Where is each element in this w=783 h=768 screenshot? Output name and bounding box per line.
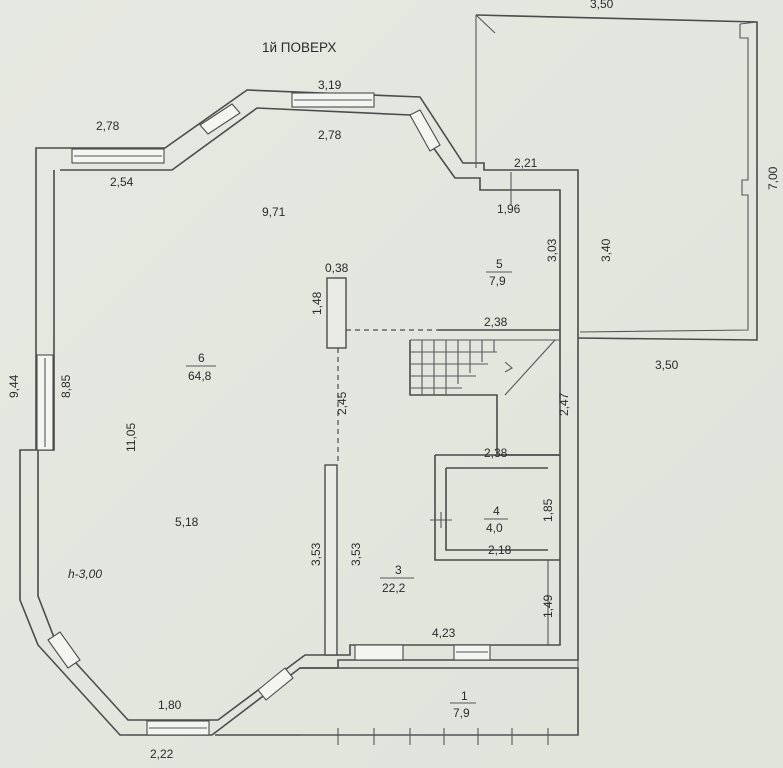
dim-room5-height: 3,03 bbox=[545, 238, 559, 262]
dim-room6-width: 5,18 bbox=[175, 515, 199, 529]
plan-title: 1й ПОВЕРХ bbox=[262, 40, 336, 55]
bottom-left-window bbox=[47, 631, 81, 669]
ceiling-height: h-3,00 bbox=[68, 567, 102, 581]
dim-room5-top: 2,21 bbox=[514, 156, 538, 170]
dim-bottom-inner: 1,80 bbox=[158, 698, 182, 712]
dim-bay-top-outer: 3,19 bbox=[318, 78, 342, 92]
dim-garage-width: 3,50 bbox=[655, 358, 679, 372]
dim-room4-height: 1,85 bbox=[541, 498, 555, 522]
bay-right-window bbox=[409, 109, 441, 152]
room5-number: 5 bbox=[496, 257, 503, 271]
partition-room6-room3 bbox=[324, 464, 338, 656]
dim-garage-height: 3,40 bbox=[599, 238, 613, 262]
dim-stair-width-bottom: 2,38 bbox=[484, 446, 508, 460]
dim-main-width: 9,71 bbox=[262, 205, 286, 219]
dim-outer-left-height: 9,44 bbox=[7, 374, 21, 398]
room4-area: 4,0 bbox=[486, 521, 503, 535]
dim-room6-depth: 11,05 bbox=[124, 423, 138, 452]
bay-left-window bbox=[199, 103, 241, 135]
dim-pillar-width: 0,38 bbox=[325, 261, 349, 275]
dim-opening-length: 2,45 bbox=[335, 391, 349, 415]
dim-room3-lower: 1,49 bbox=[541, 594, 555, 618]
stair-treads bbox=[410, 340, 497, 395]
porch-ticks bbox=[300, 728, 578, 745]
dim-wall-right-3: 3,53 bbox=[349, 542, 363, 566]
dim-wall-left-3: 3,53 bbox=[309, 542, 323, 566]
room3-window bbox=[354, 644, 404, 661]
outer-wall bbox=[19, 89, 579, 736]
dim-garage-outer-height: 7,00 bbox=[766, 166, 780, 190]
room3-area: 22,2 bbox=[382, 581, 406, 595]
bottom-right-window bbox=[257, 667, 294, 701]
top-edge-number: 3,50 bbox=[590, 0, 614, 11]
dim-stair-length: 2,47 bbox=[557, 392, 571, 416]
room4-number: 4 bbox=[493, 504, 500, 518]
pillar bbox=[326, 277, 347, 349]
dim-left-top-outer: 2,78 bbox=[96, 119, 120, 133]
dim-room3-bottom: 4,23 bbox=[432, 626, 456, 640]
dim-bay-top-inner: 2,78 bbox=[318, 128, 342, 142]
room6-number: 6 bbox=[198, 351, 205, 365]
room3-number: 3 bbox=[395, 563, 402, 577]
room6-area: 64,8 bbox=[188, 369, 212, 383]
room5-area: 7,9 bbox=[489, 274, 506, 288]
dim-left-top-inner: 2,54 bbox=[110, 175, 134, 189]
room1-area: 7,9 bbox=[453, 706, 470, 720]
garage-wall bbox=[475, 14, 758, 341]
dim-inner-left-height: 8,85 bbox=[59, 374, 73, 398]
dim-bottom-outer: 2,22 bbox=[150, 747, 174, 761]
dim-room4-width: 2,18 bbox=[488, 543, 512, 557]
dim-stair-width-top: 2,38 bbox=[484, 315, 508, 329]
room4-wall bbox=[434, 454, 560, 561]
room1-number: 1 bbox=[461, 689, 468, 703]
dim-room5-inner: 1,96 bbox=[497, 202, 521, 216]
dim-pillar-length: 1,48 bbox=[310, 291, 324, 315]
